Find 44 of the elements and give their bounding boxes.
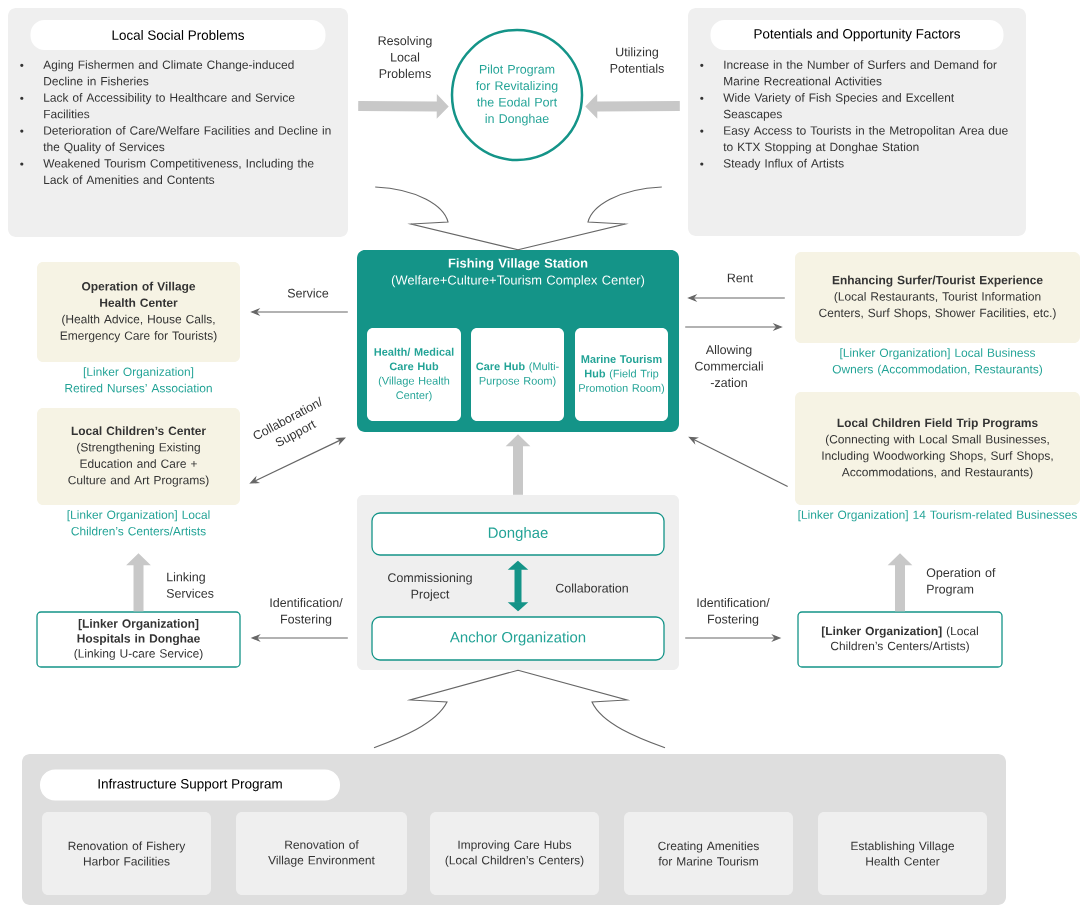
linker-caption: [Linker Organization] Retired Nurses’ Association: [65, 367, 212, 393]
note-label: Commissioning Project: [388, 572, 472, 601]
hub-box: Care Hub (Multi-Purpose Room): [471, 328, 564, 421]
bullet-item: Aging Fishermen and Climate Change-induced Decline in Fisheries: [20, 60, 294, 86]
edge-label: Operation of Program: [926, 567, 996, 596]
program-box: Renovation of Fishery Harbor Facilities: [42, 812, 211, 895]
hub-box: Marine Tourism Hub (Field Trip Promotion Room): [575, 328, 668, 421]
linker-caption: [Linker Organization] Local Business Owners (Accommodation, Restaurants): [832, 348, 1043, 376]
heading-pill: Local Social Problems: [30, 20, 326, 50]
activity-box: Local Children’s Center (Strengthening Existing Education and Care + Culture and Art Programs): [37, 408, 240, 505]
bullet-item: Easy Access to Tourists in the Metropolitan Area due to KTX Stopping at Donghae Station: [700, 125, 1008, 154]
program-box: Improving Care Hubs (Local Children’s Centers): [430, 812, 599, 895]
program-box: Creating Amenities for Marine Tourism: [624, 812, 793, 895]
linker-box: [Linker Organization] Hospitals in Donghae (Linking U-care Service): [36, 611, 241, 668]
organization-box: Anchor Organization: [371, 616, 665, 661]
bullet-item: Weakened Tourism Competitiveness, Including the Lack of Amenities and Contents: [20, 158, 314, 185]
bullet-item: Steady Influx of Artists: [700, 158, 844, 170]
activity-box: Enhancing Surfer/Tourist Experience (Local Restaurants, Tourist Information Centers, Surf Shops, Shower Facilities, etc.): [795, 252, 1080, 343]
edge-label: Resolving Local Problems: [378, 36, 432, 78]
edge-label: Identification/ Fostering: [697, 597, 770, 626]
edge-label: Utilizing Potentials: [610, 47, 664, 73]
bullet-item: Lack of Accessibility to Healthcare and Service Facilities: [20, 93, 295, 119]
bullet-item: Increase in the Number of Surfers and Demand for Marine Recreational Activities: [700, 60, 997, 86]
bullet-item: Wide Variety of Fish Species and Excellent Seascapes: [700, 93, 955, 121]
edge-label: Service: [287, 288, 329, 298]
edge-label: Linking Services: [166, 572, 214, 598]
edge-label: Collaboration: [555, 583, 628, 593]
station-title: Fishing Village Station (Welfare+Culture+Tourism Complex Center): [391, 258, 645, 288]
program-box: Renovation of Village Environment: [236, 812, 407, 895]
linker-caption: [Linker Organization] 14 Tourism-related Businesses: [798, 510, 1077, 522]
edge-label: Allowing Commerciali -zation: [695, 345, 763, 387]
bullet-item: Deterioration of Care/Welfare Facilities and Decline in the Quality of Services: [20, 125, 331, 154]
edge-label: Rent: [727, 273, 754, 283]
organization-box: Donghae: [371, 512, 665, 556]
activity-box: Local Children Field Trip Programs (Connecting with Local Small Businesses, Including Woodworking Shops, Surf Shops, Accommodations, and Restaurants): [795, 392, 1080, 505]
linker-caption: [Linker Organization] Local Children’s Centers/Artists: [67, 510, 210, 536]
heading-pill: Infrastructure Support Program: [40, 769, 340, 801]
program-box: Establishing Village Health Center: [818, 812, 987, 895]
chevron-arrow: [373, 669, 666, 749]
heading-pill: Potentials and Opportunity Factors: [710, 20, 1004, 50]
linker-box: [Linker Organization] (Local Children’s Centers/Artists): [797, 611, 1003, 668]
edge-label: Identification/ Fostering: [270, 597, 343, 626]
activity-box: Operation of Village Health Center (Health Advice, House Calls, Emergency Care for Tourists): [37, 262, 240, 362]
hub-box: Health/ Medical Care Hub (Village Health Center): [367, 328, 461, 421]
